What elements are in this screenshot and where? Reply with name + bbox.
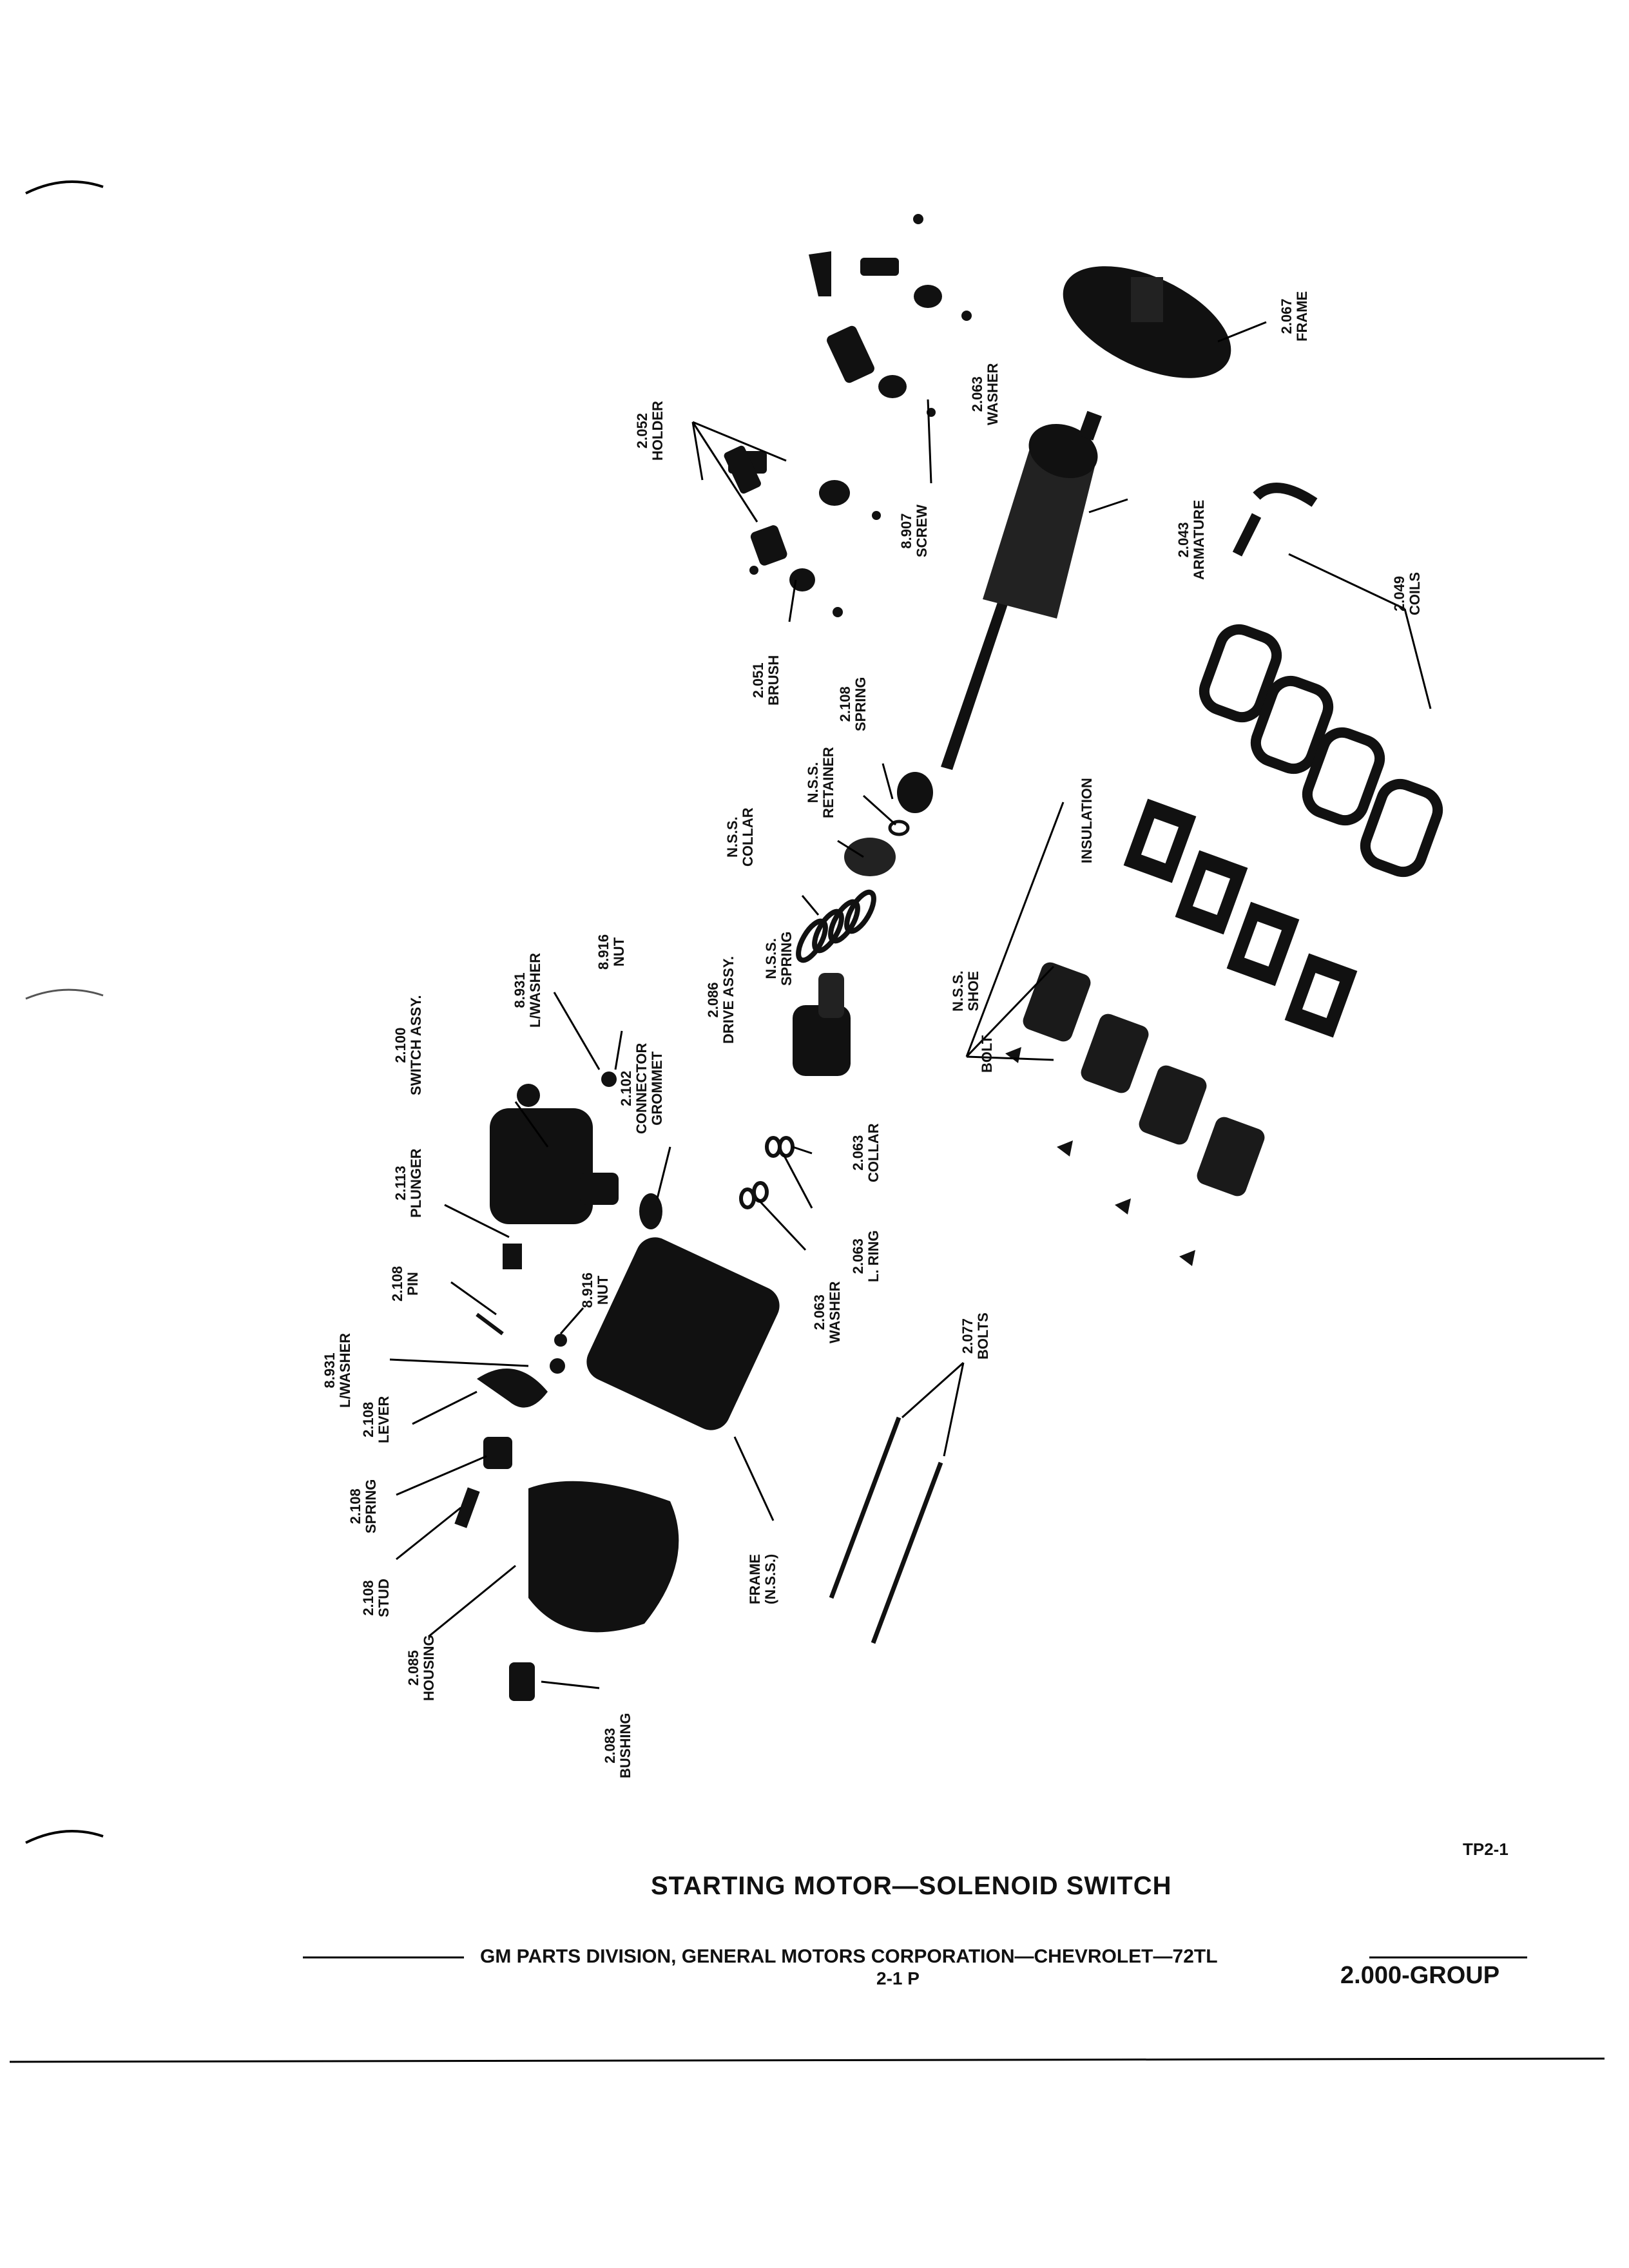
- bushing-part: [509, 1662, 535, 1701]
- leader-lines: [389, 399, 1432, 1689]
- frame-endcap-part: [1063, 266, 1231, 378]
- connector-grommet-part: [601, 1072, 662, 1229]
- page-number: 2-1 P: [876, 1968, 920, 1988]
- margin-mark-low: [25, 1830, 104, 1844]
- margin-mark-mid: [25, 988, 104, 1000]
- margin-mark-top: [25, 180, 104, 195]
- motor-frame-part: [586, 1237, 780, 1430]
- page-title: STARTING MOTOR—SOLENOID SWITCH: [651, 1872, 1172, 1900]
- solenoid-switch-part: [490, 1084, 619, 1269]
- pole-shoes: [1023, 962, 1265, 1196]
- drive-assembly-part: [793, 973, 851, 1076]
- leader-frame-2067: [1217, 321, 1267, 343]
- collar-rings: [739, 1136, 795, 1209]
- insulation-pads-inner: [1141, 818, 1340, 1019]
- group-label: 2.000-GROUP: [1340, 1962, 1500, 1989]
- footer-publisher: GM PARTS DIVISION, GENERAL MOTORS CORPOR…: [480, 1946, 1218, 1967]
- field-coils-part: [1199, 483, 1443, 878]
- through-bolts: [829, 1416, 943, 1644]
- page-bottom-rule: [9, 2057, 1605, 2063]
- plate-id: TP2-1: [1463, 1840, 1509, 1859]
- brush-holder-parts: [724, 214, 972, 617]
- drive-housing-part: [528, 1481, 679, 1633]
- lever-parts: [476, 1312, 567, 1408]
- lower-spring-stud: [454, 1437, 512, 1528]
- drive-small-parts: [796, 772, 933, 963]
- armature-part: [941, 410, 1102, 770]
